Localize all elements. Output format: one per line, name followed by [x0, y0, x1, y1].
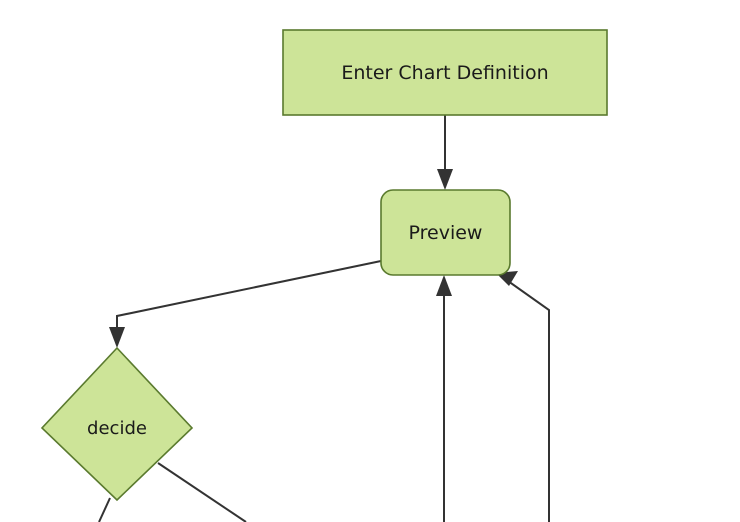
edge-return-right-to-preview — [496, 271, 550, 522]
edge-line — [116, 260, 382, 334]
node-shape-rectangle[interactable] — [282, 29, 608, 116]
node-decide[interactable]: decide — [40, 346, 194, 502]
node-shape-rounded-rectangle[interactable] — [380, 189, 511, 276]
node-preview[interactable]: Preview — [380, 189, 511, 276]
edge-enter-to-preview — [437, 115, 453, 190]
edge-decide-right-branch — [157, 462, 247, 522]
edge-line — [98, 497, 111, 522]
node-label-decide: decide — [87, 418, 147, 439]
node-enter-chart-definition[interactable]: Enter Chart Definition — [282, 29, 608, 116]
edge-line — [157, 462, 247, 522]
node-label-preview: Preview — [409, 222, 483, 244]
node-label-enter-chart-definition: Enter Chart Definition — [341, 62, 548, 84]
arrow-head-icon — [437, 169, 453, 190]
node-shape-diamond[interactable] — [40, 346, 194, 502]
edge-return-center-to-preview — [436, 275, 452, 522]
arrow-head-icon — [436, 275, 452, 296]
arrow-head-icon — [109, 327, 125, 348]
edge-preview-to-decide — [109, 260, 382, 348]
edge-line — [507, 280, 550, 522]
edge-decide-bottom-branch — [98, 497, 111, 522]
